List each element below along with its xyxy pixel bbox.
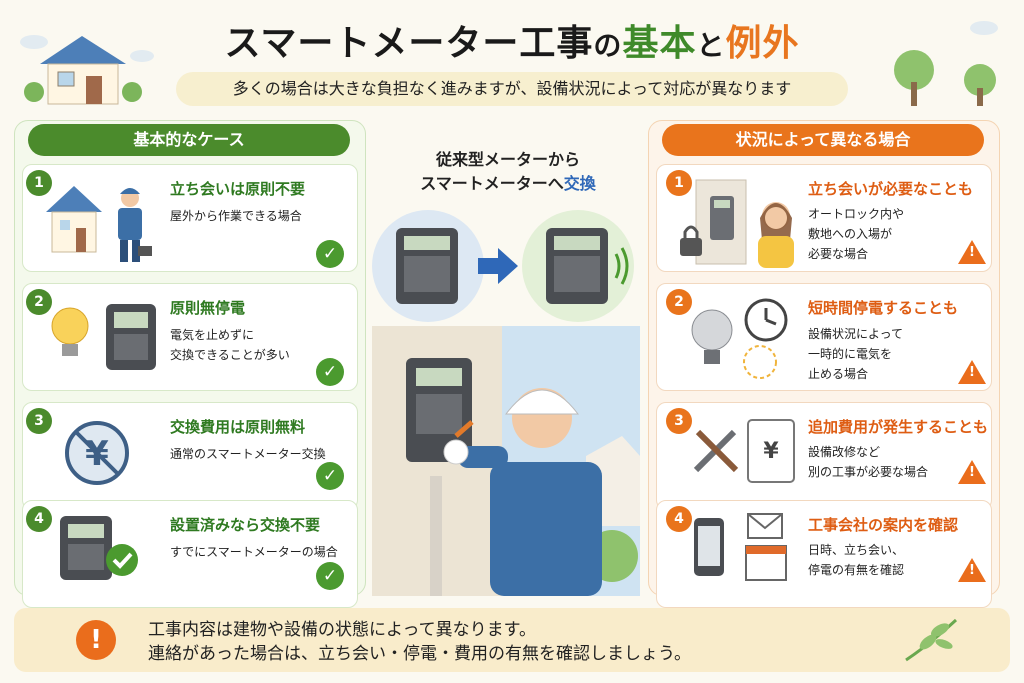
exception-desc: 日時、立ち会い、 — [808, 543, 905, 557]
bulb-meter-icon — [51, 304, 156, 370]
case-desc: すでにスマートメーターの場合 — [170, 545, 338, 559]
case-number: 1 — [26, 170, 52, 196]
exception-desc: オートロック内や — [808, 207, 905, 221]
title-main: スマートメーター工事 — [224, 23, 594, 64]
case-number: 4 — [666, 506, 692, 532]
case-desc: 通常のスマートメーター交換 — [170, 447, 326, 461]
bottom-note-line1: 工事内容は建物や設備の状態によって異なります。 — [148, 620, 536, 640]
warning-triangle-icon — [958, 460, 986, 484]
exception-desc: 設備状況によって — [808, 327, 904, 341]
case-desc: 交換できることが多い — [170, 348, 290, 362]
exception-title: 短時間停電することも — [808, 299, 959, 317]
exception-desc: 設備改修など — [808, 445, 881, 459]
case-number: 3 — [666, 408, 692, 434]
no-yen-icon: ¥ — [65, 421, 129, 485]
case-title: 立ち会いは原則不要 — [170, 180, 306, 198]
center-caption-line2: スマートメーターへ — [420, 174, 564, 193]
trees-illustration — [894, 21, 998, 106]
exception-title: 立ち会いが必要なことも — [808, 180, 974, 198]
center-caption-line1: 従来型メーターから — [435, 150, 580, 169]
title-particle-to: と — [696, 29, 726, 62]
case-title: 原則無停電 — [170, 299, 246, 317]
center-caption: 従来型メーターから スマートメーターへ交換 — [372, 148, 644, 196]
warning-mark: ! — [969, 245, 975, 260]
autolock-person-icon — [680, 179, 794, 268]
check-circle-icon: ✓ — [316, 462, 344, 490]
basic-cases-header: 基本的なケース — [28, 124, 350, 156]
house-illustration — [20, 35, 154, 105]
case-desc: 電気を止めずに — [170, 328, 255, 342]
leaf-icon — [905, 618, 958, 662]
warning-mark: ! — [969, 465, 975, 480]
check-circle-icon: ✓ — [316, 240, 344, 268]
tools-invoice-icon: ¥ — [693, 419, 795, 483]
title-basic: 基本 — [622, 23, 697, 64]
svg-text:¥: ¥ — [763, 439, 779, 464]
exception-desc: 必要な場合 — [808, 247, 869, 261]
exclamation-icon: ! — [76, 620, 116, 660]
smart-meter-check-icon — [60, 516, 138, 580]
exception-title: 追加費用が発生することも — [808, 418, 989, 436]
exception-desc: 止める場合 — [808, 367, 869, 381]
case-title: 交換費用は原則無料 — [170, 418, 306, 436]
case-number: 2 — [26, 289, 52, 315]
exception-desc: 停電の有無を確認 — [808, 563, 905, 577]
exception-desc: 別の工事が必要な場合 — [808, 465, 929, 479]
center-caption-exchange: 交換 — [563, 174, 596, 193]
exception-title: 工事会社の案内を確認 — [808, 516, 959, 534]
check-circle-icon: ✓ — [316, 358, 344, 386]
case-number: 1 — [666, 170, 692, 196]
worker-house-icon — [46, 186, 152, 262]
case-desc: 屋外から作業できる場合 — [170, 209, 302, 223]
case-number: 3 — [26, 408, 52, 434]
phone-mail-calendar-icon — [694, 513, 787, 581]
meter-exchange-illustration — [372, 210, 634, 322]
warning-mark: ! — [969, 365, 975, 380]
case-number: 2 — [666, 289, 692, 315]
warning-mark: ! — [969, 563, 975, 578]
check-circle-icon: ✓ — [316, 562, 344, 590]
subtitle: 多くの場合は大きな負担なく進みますが、設備状況によって対応が異なります — [176, 72, 848, 106]
exception-desc: 敷地への入場が — [808, 227, 893, 241]
page-title: スマートメーター工事の基本と例外 — [0, 14, 1024, 66]
title-particle-no: の — [593, 29, 623, 62]
bottom-note-text: 工事内容は建物や設備の状態によって異なります。 連絡があった場合は、立ち会い・停… — [148, 618, 691, 666]
case-number: 4 — [26, 506, 52, 532]
exception-desc: 一時的に電気を — [808, 347, 893, 361]
bulb-clock-icon — [691, 298, 788, 379]
warning-triangle-icon — [958, 360, 986, 384]
title-exception: 例外 — [725, 23, 800, 64]
case-title: 設置済みなら交換不要 — [170, 516, 321, 534]
warning-triangle-icon — [958, 240, 986, 264]
warning-triangle-icon — [958, 558, 986, 582]
exception-cases-header: 状況によって異なる場合 — [662, 124, 984, 156]
bottom-note — [14, 608, 1010, 672]
bottom-note-line2: 連絡があった場合は、立ち会い・停電・費用の有無を確認しましょう。 — [148, 644, 691, 664]
worker-installing-illustration — [372, 326, 640, 596]
